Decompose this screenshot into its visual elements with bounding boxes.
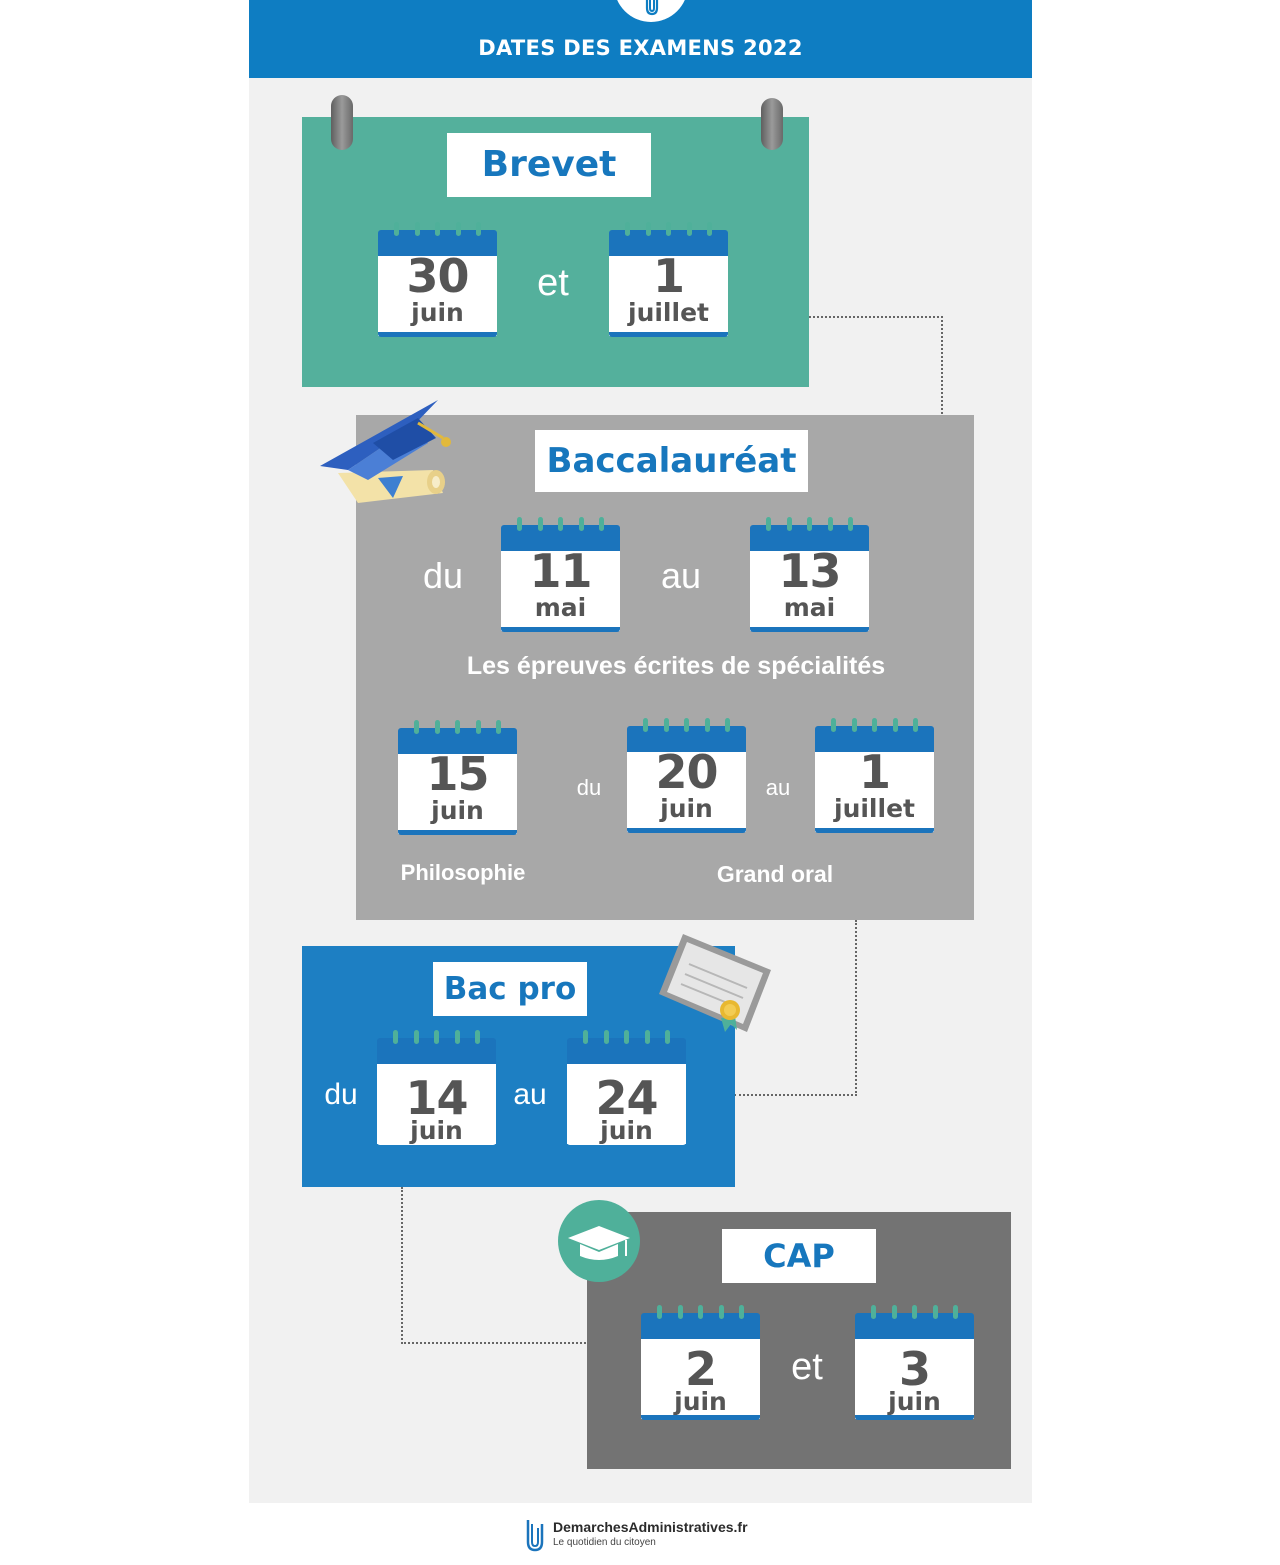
calendar-day: 2 <box>684 1342 717 1396</box>
calendar-month: juillet <box>834 794 915 823</box>
to-word: au <box>513 1078 547 1111</box>
calendar-date: 1 juillet <box>609 222 728 340</box>
from-word: du <box>324 1078 358 1111</box>
header-logo-badge <box>614 0 688 22</box>
footer-brand: DemarchesAdministratives.fr <box>553 1519 748 1535</box>
calendar-day: 13 <box>778 544 841 598</box>
calendar-day: 24 <box>595 1071 658 1125</box>
calendar-date: 24 juin <box>567 1030 686 1148</box>
connector-line <box>401 1187 589 1344</box>
paperclip-logo-icon <box>645 0 659 16</box>
calendar-date: 15 juin <box>398 720 517 838</box>
calendar-day: 14 <box>405 1071 468 1125</box>
graduation-cap-diploma-icon <box>320 400 451 503</box>
certificate-icon <box>659 934 771 1032</box>
calendar-month: juin <box>410 1116 463 1145</box>
calendar-day: 15 <box>426 747 489 801</box>
calendar-month: juin <box>600 1116 653 1145</box>
connector-line <box>809 316 943 418</box>
mortarboard-badge <box>558 1200 640 1282</box>
calendar-date: 11 mai <box>501 517 620 635</box>
from-word: du <box>422 555 464 596</box>
calendar-month: juin <box>888 1387 941 1416</box>
bac-panel <box>356 415 974 920</box>
calendar-month: juin <box>411 298 464 327</box>
bac-title: Baccalauréat <box>535 430 808 492</box>
calendar-date: 3 juin <box>855 1305 974 1423</box>
connector-line <box>734 920 857 1096</box>
calendar-day: 20 <box>655 745 718 799</box>
calendar-date: 13 mai <box>750 517 869 635</box>
calendar-month: juin <box>674 1387 727 1416</box>
binder-clip-icon <box>331 95 353 150</box>
calendar-day: 3 <box>898 1342 931 1396</box>
connector-word: et <box>791 1346 823 1388</box>
calendar-date: 20 juin <box>627 718 746 836</box>
mortarboard-badge-icon <box>568 1226 630 1260</box>
bacpro-title: Bac pro <box>433 962 587 1016</box>
calendar-month: mai <box>534 593 587 622</box>
philosophy-caption: Philosophie <box>400 860 526 885</box>
calendar-day: 30 <box>406 249 469 303</box>
page-title: DATES DES EXAMENS 2022 <box>478 36 803 60</box>
calendar-date: 30 juin <box>378 222 497 340</box>
to-word: au <box>765 775 791 800</box>
grand-oral-caption: Grand oral <box>716 861 834 887</box>
written-exams-caption: Les épreuves écrites de spécialités <box>466 652 886 680</box>
calendar-month: juillet <box>628 298 709 327</box>
brevet-title: Brevet <box>447 133 651 197</box>
footer-tagline: Le quotidien du citoyen <box>553 1537 656 1548</box>
calendar-month: juin <box>431 796 484 825</box>
calendar-month: mai <box>783 593 836 622</box>
calendar-day: 1 <box>652 249 685 303</box>
binder-clip-icon <box>761 98 783 150</box>
to-word: au <box>660 555 702 596</box>
connector-word: et <box>537 262 569 304</box>
paperclip-logo-icon <box>526 1520 544 1552</box>
calendar-day: 11 <box>529 544 592 598</box>
calendar-date: 2 juin <box>641 1305 760 1423</box>
calendar-date: 1 juillet <box>815 718 934 836</box>
cap-title: CAP <box>722 1229 876 1283</box>
from-word: du <box>576 775 602 800</box>
calendar-month: juin <box>660 794 713 823</box>
calendar-day: 1 <box>858 745 891 799</box>
calendar-date: 14 juin <box>377 1030 496 1148</box>
